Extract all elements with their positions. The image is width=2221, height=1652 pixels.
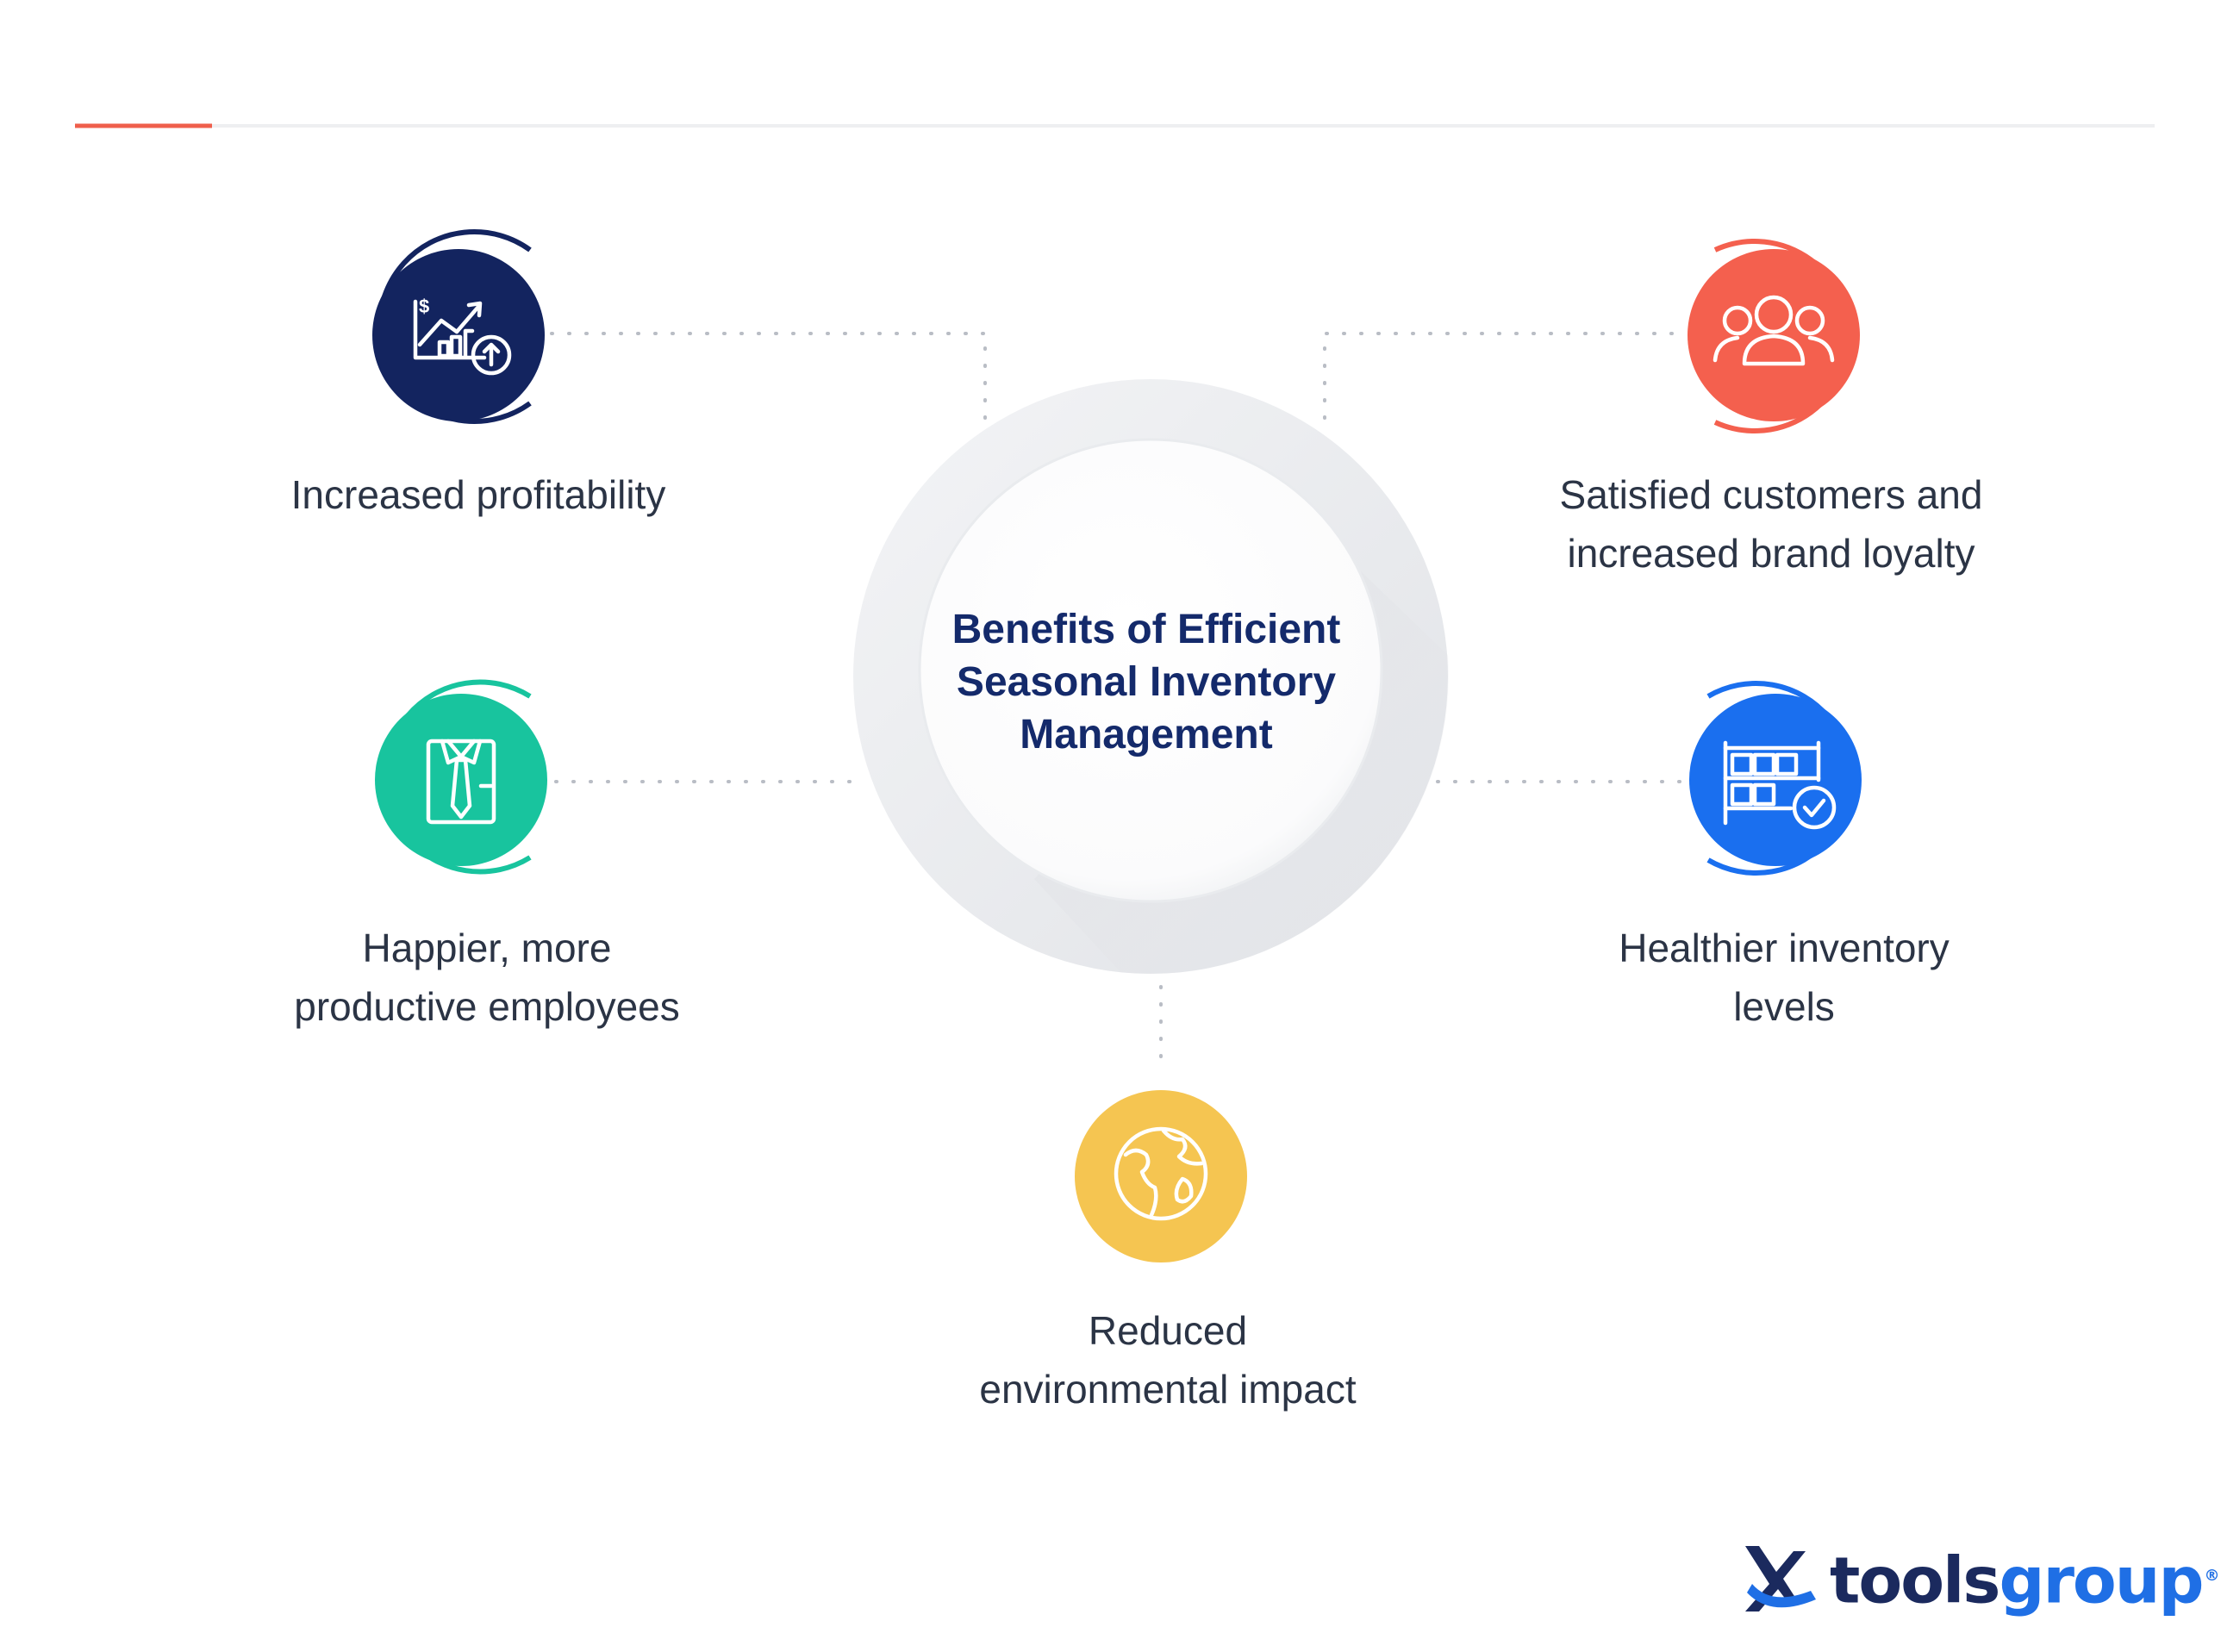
customer-group-icon <box>1688 239 1860 433</box>
inventory-label-line-1: Healthier inventory <box>1619 926 1950 970</box>
logo-registered-mark: ® <box>2204 1567 2219 1586</box>
employee-shirt-tie-icon <box>375 679 547 875</box>
toolsgroup-logo-mark-icon <box>1745 1546 1816 1611</box>
employees-label-line-2: productive employees <box>294 984 680 1029</box>
benefit-label-employees: Happier, more productive employees <box>190 919 784 1036</box>
center-hub <box>853 379 1449 974</box>
center-title-line-2: Seasonal Inventory <box>956 659 1337 705</box>
center-title: Benefits of Efficient Seasonal Inventory… <box>935 603 1357 761</box>
customers-label-line-1: Satisfied customers and <box>1559 472 1983 517</box>
inventory-shelf-check-icon <box>1689 681 1862 876</box>
inventory-label-line-2: levels <box>1733 984 1835 1029</box>
environment-label-line-2: environmental impact <box>979 1367 1357 1412</box>
center-inner-disc <box>920 439 1382 901</box>
employees-disc <box>375 694 547 866</box>
connector-customers <box>1323 332 1674 424</box>
toolsgroup-logo: toolsgroup® <box>1737 1536 2219 1622</box>
profit-growth-chart-icon: $ <box>372 229 545 424</box>
benefit-label-inventory: Healthier inventory levels <box>1500 919 2068 1036</box>
benefit-label-environment: Reduced environmental impact <box>870 1301 1465 1418</box>
logo-text-tools: tools <box>1830 1543 2000 1618</box>
environment-label-line-1: Reduced <box>1088 1308 1248 1353</box>
globe-icon <box>1075 1090 1247 1262</box>
connector-lines <box>550 332 1687 1075</box>
benefit-label-profitability: Increased profitability <box>190 465 767 524</box>
center-title-line-3: Management <box>1020 712 1273 757</box>
svg-text:$: $ <box>419 296 429 317</box>
logo-text-group: group <box>1999 1543 2204 1618</box>
connector-profitability <box>550 332 987 424</box>
employees-label-line-1: Happier, more <box>362 926 612 970</box>
profitability-label-line-1: Increased profitability <box>290 472 666 517</box>
benefit-label-customers: Satisfied customers and increased brand … <box>1457 465 2086 583</box>
center-title-line-1: Benefits of Efficient <box>951 607 1341 652</box>
customers-label-line-2: increased brand loyalty <box>1567 531 1975 576</box>
toolsgroup-wordmark: toolsgroup® <box>1830 1537 2219 1620</box>
environment-disc <box>1075 1090 1247 1262</box>
